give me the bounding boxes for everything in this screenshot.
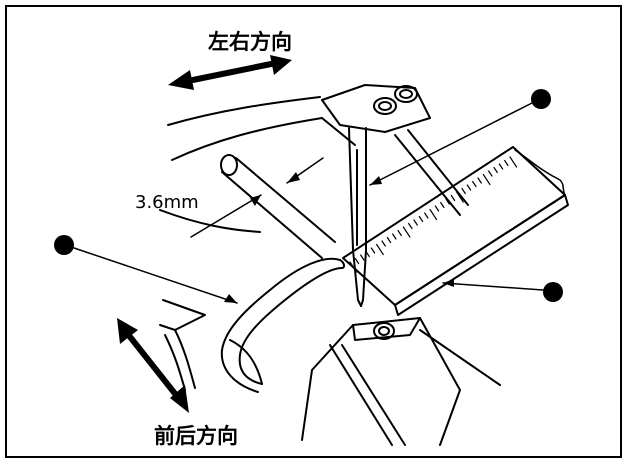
ruler-tick [386,236,392,244]
ruler-tick [360,254,365,261]
ruler [342,146,569,316]
dimension-lines [190,157,324,238]
ruler-tick [456,191,464,203]
ruler-tick [424,212,429,219]
callout-hook-badge [54,235,74,255]
ruler-tick [418,215,424,223]
ruler-tick [413,219,418,226]
ruler-tick [376,243,384,256]
ruler-tick [397,229,402,237]
ruler-tick [482,173,491,186]
front-back-direction-label: 前后方向 [154,424,238,448]
ruler-tick [445,198,450,205]
ruler-tick [472,180,477,188]
machine-bed-outline [159,96,356,233]
ruler-tick [365,250,370,258]
throat-plate [159,299,206,391]
dimension-rod [220,154,336,259]
ruler-tick [408,222,413,230]
ruler-tick [450,194,456,202]
ruler-tick [477,177,482,184]
feed-block [301,317,501,446]
hook [220,257,346,393]
ruler-tick [493,166,498,174]
ruler-tick [349,261,358,273]
ruler-tick [509,156,518,168]
ruler-tick [466,184,472,191]
callout-hook-number: ❶ [55,233,73,257]
dimension-label: 3.6mm [135,192,199,213]
ruler-tick [370,247,376,254]
callout-needle-badge [531,89,551,109]
ruler-tick [498,163,504,170]
ruler-tick [392,233,397,240]
needle [348,127,367,307]
ruler-tick [504,159,509,167]
ruler-tick [354,257,360,265]
ruler-tick [429,208,438,221]
ruler-tick [402,226,411,238]
front-back-direction-arrow [117,318,189,413]
ruler-tick [461,187,466,195]
callout-needle-number: ❹ [532,87,550,111]
callout-ruler-badge [543,282,563,302]
callout-ruler-number: ❼ [544,280,562,304]
ruler-tick [434,205,440,212]
ruler-ticks [349,156,518,273]
horizontal-direction-label: 左右方向 [208,30,292,54]
ruler-tick [381,240,386,247]
callout-leaders [73,102,544,304]
ruler-tick [440,201,445,209]
needle-bar-clamp [321,84,469,216]
diagram-frame [5,5,622,458]
horizontal-direction-arrow [168,55,292,90]
ruler-tick [488,170,493,177]
